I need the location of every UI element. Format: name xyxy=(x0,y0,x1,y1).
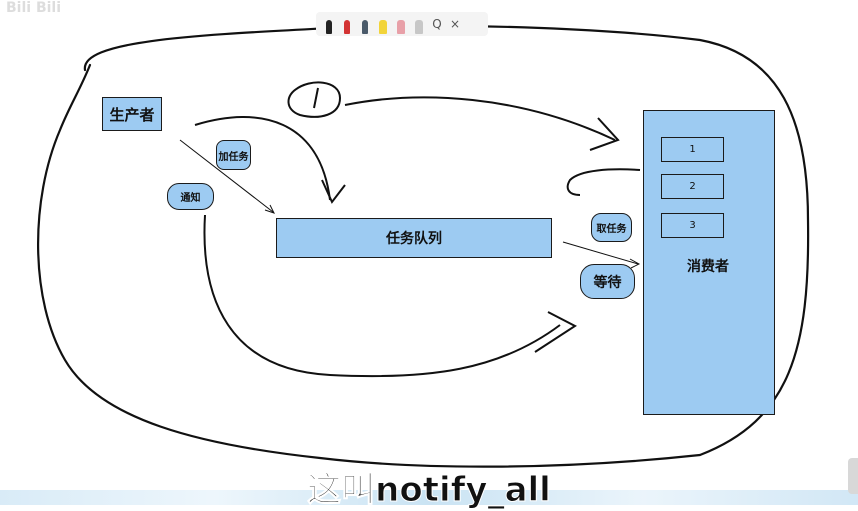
line-producer-to-queue xyxy=(179,139,274,213)
producer-box: 生产者 xyxy=(102,97,162,131)
arrow-producer-to-queue xyxy=(194,116,331,201)
eraser-icon[interactable] xyxy=(412,14,426,34)
annotation-toolbar: Q × xyxy=(316,12,488,36)
yellow-highlighter-icon[interactable] xyxy=(376,14,390,34)
pink-highlighter-icon[interactable] xyxy=(394,14,408,34)
handwritten-circle xyxy=(287,81,342,118)
arrow-notify-curve xyxy=(203,214,561,378)
black-pen-icon[interactable] xyxy=(322,14,336,34)
arrowhead-notify xyxy=(534,311,577,353)
line-queue-to-consumer xyxy=(562,241,639,265)
task-queue-box: 任务队列 xyxy=(276,218,552,258)
arrowhead-queue-top xyxy=(321,179,346,204)
add-task-label: 加任务 xyxy=(216,140,251,170)
close-icon[interactable]: × xyxy=(449,17,461,31)
search-icon[interactable]: Q xyxy=(432,17,442,31)
take-task-label: 取任务 xyxy=(591,213,632,242)
arrowhead-producer-queue xyxy=(264,204,275,214)
consumer-slot-3: 3 xyxy=(661,213,724,238)
consumer-slot-2: 2 xyxy=(661,174,724,199)
consumer-label: 消费者 xyxy=(687,259,729,275)
video-subtitle: 这叫notify_all xyxy=(307,470,552,511)
arrow-consumer-back xyxy=(566,168,641,196)
gray-pen-icon[interactable] xyxy=(358,14,372,34)
handwritten-one xyxy=(313,87,319,109)
notify-label: 通知 xyxy=(167,183,214,210)
video-edge-control xyxy=(848,458,858,494)
arrowhead-consumer-top xyxy=(589,117,620,151)
consumer-slot-1: 1 xyxy=(661,137,724,162)
wait-label: 等待 xyxy=(580,264,635,299)
video-watermark: Bili Bili xyxy=(6,0,62,16)
red-pen-icon[interactable] xyxy=(340,14,354,34)
arrow-to-consumer-top xyxy=(344,96,616,141)
arrowhead-queue-consumer xyxy=(629,258,641,269)
video-bottom-strip xyxy=(0,490,858,505)
